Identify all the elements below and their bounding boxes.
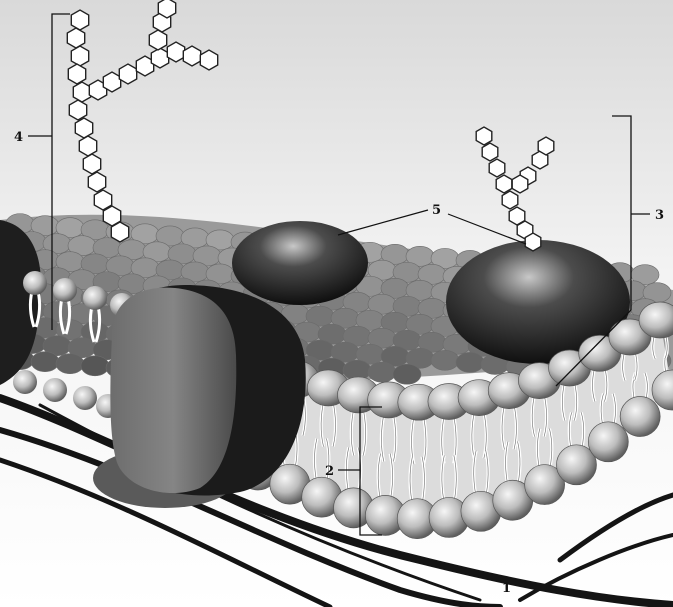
- phospholipid-head: [43, 378, 67, 402]
- sugar-ring: [512, 175, 528, 193]
- sugar-ring: [71, 10, 88, 30]
- sugar-ring: [75, 118, 92, 138]
- phospholipid-head: [31, 352, 59, 372]
- sugar-ring: [67, 28, 84, 48]
- sugar-ring: [83, 154, 100, 174]
- sugar-ring: [79, 136, 96, 156]
- sugar-ring: [476, 127, 492, 145]
- sugar-ring: [119, 64, 136, 84]
- peripheral-protein-small: [232, 221, 368, 305]
- phospholipid-head: [23, 271, 47, 295]
- sugar-ring: [149, 30, 166, 50]
- label-3: 3: [655, 208, 664, 223]
- sugar-ring: [69, 100, 86, 120]
- label-5: 5: [432, 203, 441, 218]
- phospholipid-head: [588, 422, 628, 462]
- phospholipid-head: [56, 354, 84, 374]
- sugar-ring: [489, 159, 505, 177]
- sugar-ring: [73, 82, 90, 102]
- sugar-ring: [496, 175, 512, 193]
- sugar-ring: [103, 72, 120, 92]
- sugar-ring: [151, 48, 168, 68]
- label-1: 1: [502, 581, 511, 596]
- sugar-ring: [158, 0, 175, 18]
- sugar-ring: [502, 191, 518, 209]
- sugar-ring: [68, 64, 85, 84]
- sugar-ring: [538, 137, 554, 155]
- phospholipid-head: [73, 386, 97, 410]
- label-4: 4: [14, 130, 23, 145]
- phospholipid-head: [620, 396, 660, 436]
- sugar-ring: [88, 172, 105, 192]
- phospholipid-head: [368, 362, 396, 382]
- sugar-ring: [200, 50, 217, 70]
- sugar-ring: [167, 42, 184, 62]
- sugar-ring: [482, 143, 498, 161]
- phospholipid-head: [431, 350, 459, 370]
- phospholipid-head: [53, 278, 77, 302]
- sugar-ring: [525, 233, 541, 251]
- phospholipid-head: [456, 352, 484, 372]
- phospholipid-head: [393, 364, 421, 384]
- phospholipid-head: [13, 370, 37, 394]
- phospholipid-head: [81, 356, 109, 376]
- phospholipid-head: [83, 286, 107, 310]
- label-2: 2: [325, 464, 334, 479]
- sugar-ring: [183, 46, 200, 66]
- sugar-ring: [111, 222, 128, 242]
- sugar-ring: [71, 46, 88, 66]
